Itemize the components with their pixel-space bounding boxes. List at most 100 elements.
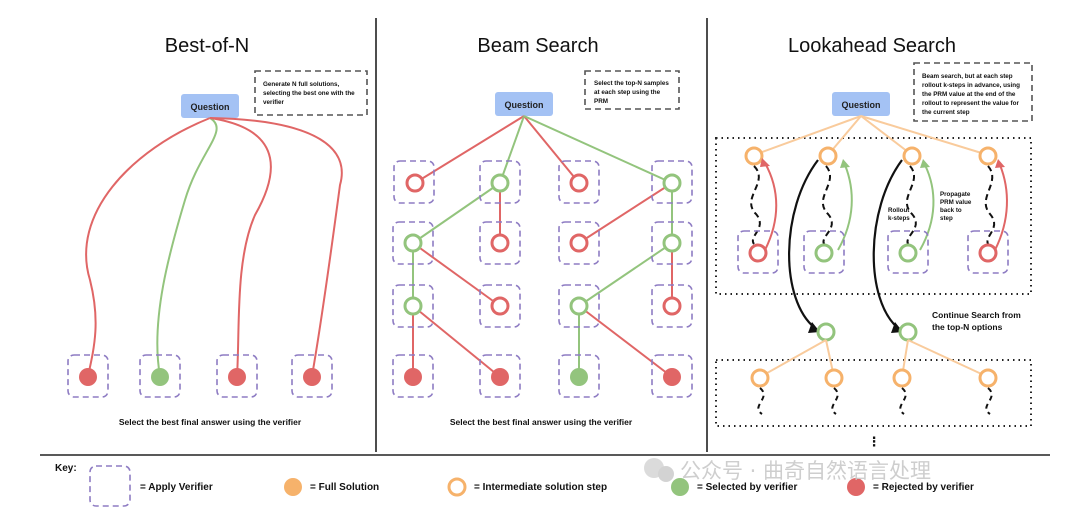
verifier-box [479,354,521,398]
legend: Key: = Apply Verifier = Full Solution = … [55,463,974,507]
intermediate-step [978,146,998,166]
panel-caption: Select the best final answer using the v… [119,417,302,427]
path-red-2 [209,117,272,377]
rejected-step [490,233,510,253]
legend-apply-verifier: = Apply Verifier [140,482,213,493]
arrow-head-red [995,159,1005,168]
continue-arrows [788,159,903,329]
selected-step [569,296,589,316]
intermediate-step [902,146,922,166]
propagate-label-4: step [940,215,953,222]
rejected-full-solution [491,368,509,386]
panel-beam-search: Beam Search Select the top-N samples at … [392,35,693,427]
watermark-text: 公众号 · 曲奇自然语言处理 [680,459,931,483]
note-line-2: selecting the best one with the [263,90,355,97]
rejected-step [490,296,510,316]
note-box [584,70,680,110]
verifier-box [216,354,258,398]
continue-label-1: Continue Search from [932,310,1021,320]
intermediate-step [892,368,912,388]
next-rollout-paths [757,387,993,415]
verifier-box [392,284,434,328]
note-line-5: the current step [922,109,970,116]
note-line-3: the PRM value at the end of the [922,91,1016,98]
verifier-box [291,354,333,398]
legend-full-solution-dot [284,478,302,496]
legend-rejected-label: = Rejected by verifier [873,482,974,493]
rollout-label-1: Rollout [888,207,909,214]
path-green [156,117,218,377]
verifier-box [803,230,845,274]
verifier-box [737,230,779,274]
legend-selected-label: = Selected by verifier [697,482,797,493]
verifier-box [392,354,434,398]
panel-best-of-n: Best-of-N Generate N full solutions, sel… [67,35,368,427]
note-line-2: rollout k-steps in advance, using [922,82,1020,89]
arrow-head-red [760,158,770,167]
question-box [832,92,890,116]
legend-selected-dot [671,478,689,496]
intermediate-step [744,146,764,166]
note-line-1: Beam search, but at each step [922,73,1013,80]
panel-lookahead-search: Lookahead Search Beam search, but at eac… [715,35,1033,450]
verifier-box [67,354,109,398]
verifier-box [651,354,693,398]
verifier-box [558,284,600,328]
verifier-box [393,160,435,204]
next-step-edges [759,339,989,378]
question-box [495,92,553,116]
selected-step [814,243,834,263]
rejected-full-solution [404,368,422,386]
verifier-box [558,354,600,398]
propagate-arrows [764,162,1008,251]
legend-intermediate-step [447,477,467,497]
selected-step [403,296,423,316]
verifier-box [558,160,600,204]
continue-container [715,359,1032,427]
note-line-1: Generate N full solutions, [263,81,340,88]
verifier-box [651,284,693,328]
continuation-ellipsis: ⋮ [868,435,881,450]
selected-step [898,243,918,263]
note-box [913,62,1033,122]
wechat-icon-bubble [658,466,674,482]
intermediate-step [818,146,838,166]
verifier-box [139,354,181,398]
question-label: Question [841,100,880,110]
rollout-paths [750,165,996,245]
rejected-full-solution [79,368,97,386]
selected-step [816,322,836,342]
propagate-label-1: Propagate [940,191,971,198]
continue-label-2: the top-N options [932,322,1003,332]
arrow-head-green [920,159,930,168]
verifier-box [479,160,521,204]
note-line-2: at each step using the [594,89,661,96]
propagate-label-2: PRM value [940,199,972,206]
selected-step [403,233,423,253]
rejected-full-solution [228,368,246,386]
panel-title: Beam Search [477,35,598,57]
rejected-full-solution [663,368,681,386]
note-line-4: rollout to represent the value for [922,100,1019,107]
path-red-3 [209,117,343,377]
question-label: Question [190,102,229,112]
rejected-step [662,296,682,316]
beam-edges [412,115,673,378]
rejected-step [405,173,425,193]
verifier-box [479,221,521,265]
legend-full-solution: = Full Solution [310,482,379,493]
intermediate-step [978,368,998,388]
selected-full-solution [570,368,588,386]
note-line-3: PRM [594,98,608,105]
selected-step [490,173,510,193]
panel-title: Best-of-N [165,35,249,57]
watermark: 公众号 · 曲奇自然语言处理 [644,458,931,483]
note-line-1: Select the top-N samples [594,80,669,87]
selected-step [898,322,918,342]
rejected-step [978,243,998,263]
verifier-box [887,230,929,274]
rejected-step [569,173,589,193]
rollout-container [715,137,1032,295]
question-label: Question [504,100,543,110]
